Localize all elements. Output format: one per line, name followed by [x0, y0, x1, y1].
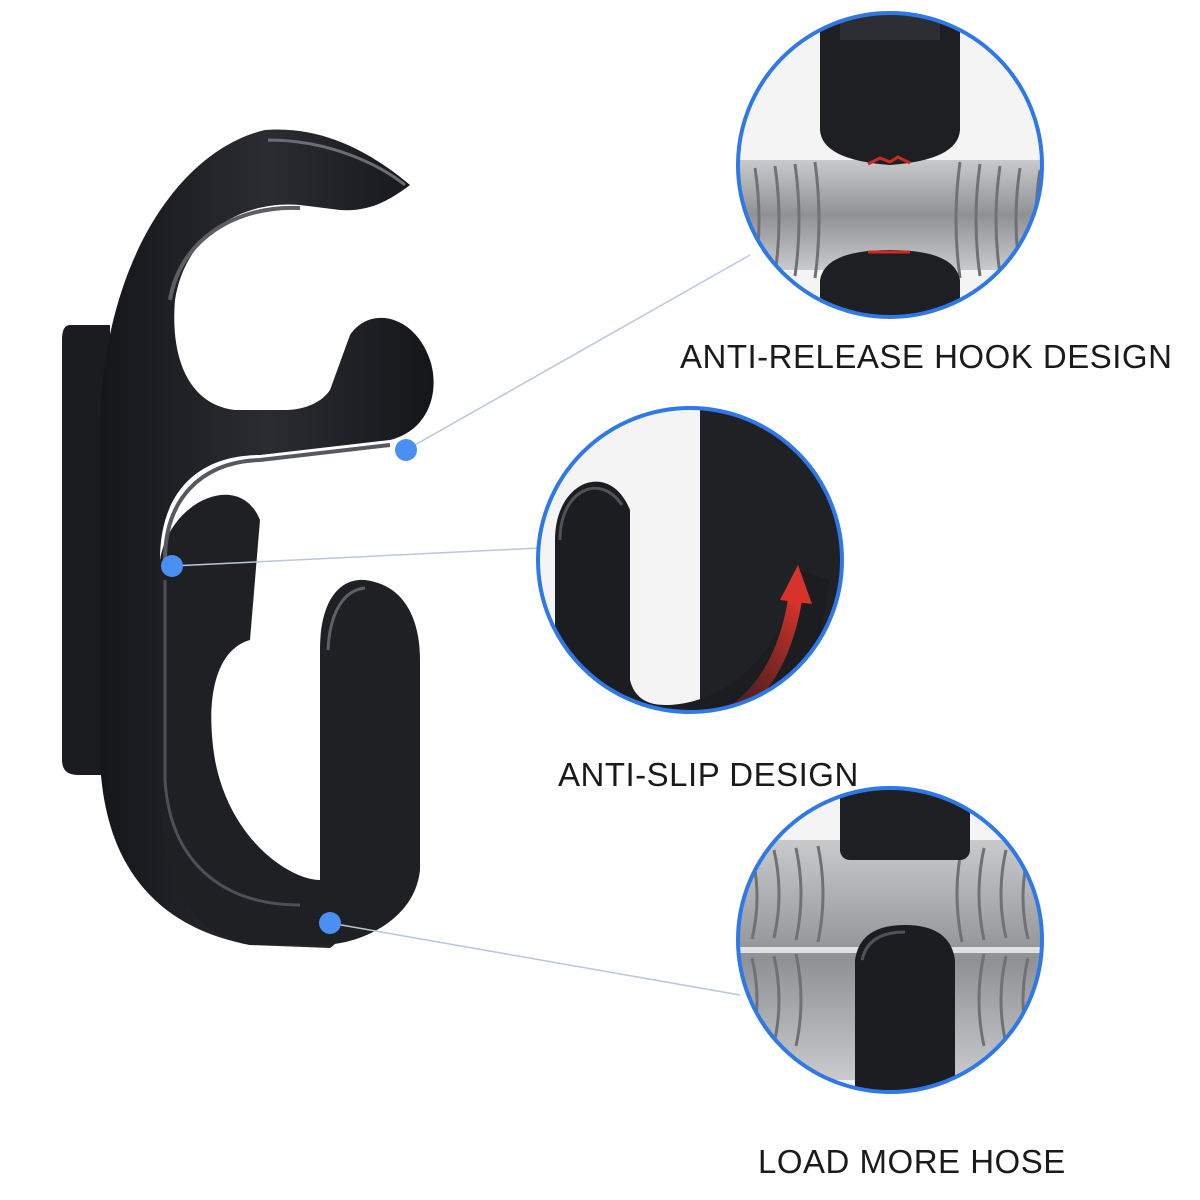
detail-circle-load-more	[736, 786, 1044, 1094]
marker-dot-anti-release	[395, 439, 417, 461]
connectors	[171, 254, 751, 996]
back-plate	[62, 325, 110, 775]
lower-hook-arm	[160, 494, 420, 945]
detail-circle-anti-release	[736, 11, 1044, 319]
caption-anti-release: ANTI-RELEASE HOOK DESIGN	[680, 338, 1173, 375]
marker-dot-anti-slip	[161, 555, 183, 577]
detail-circle-anti-slip	[536, 406, 844, 714]
main-hook	[62, 129, 434, 949]
caption-anti-slip: ANTI-SLIP DESIGN	[558, 756, 859, 793]
hook-body	[100, 129, 434, 949]
caption-load-more: LOAD MORE HOSE	[758, 1143, 1066, 1180]
marker-dot-load-more	[319, 912, 341, 934]
